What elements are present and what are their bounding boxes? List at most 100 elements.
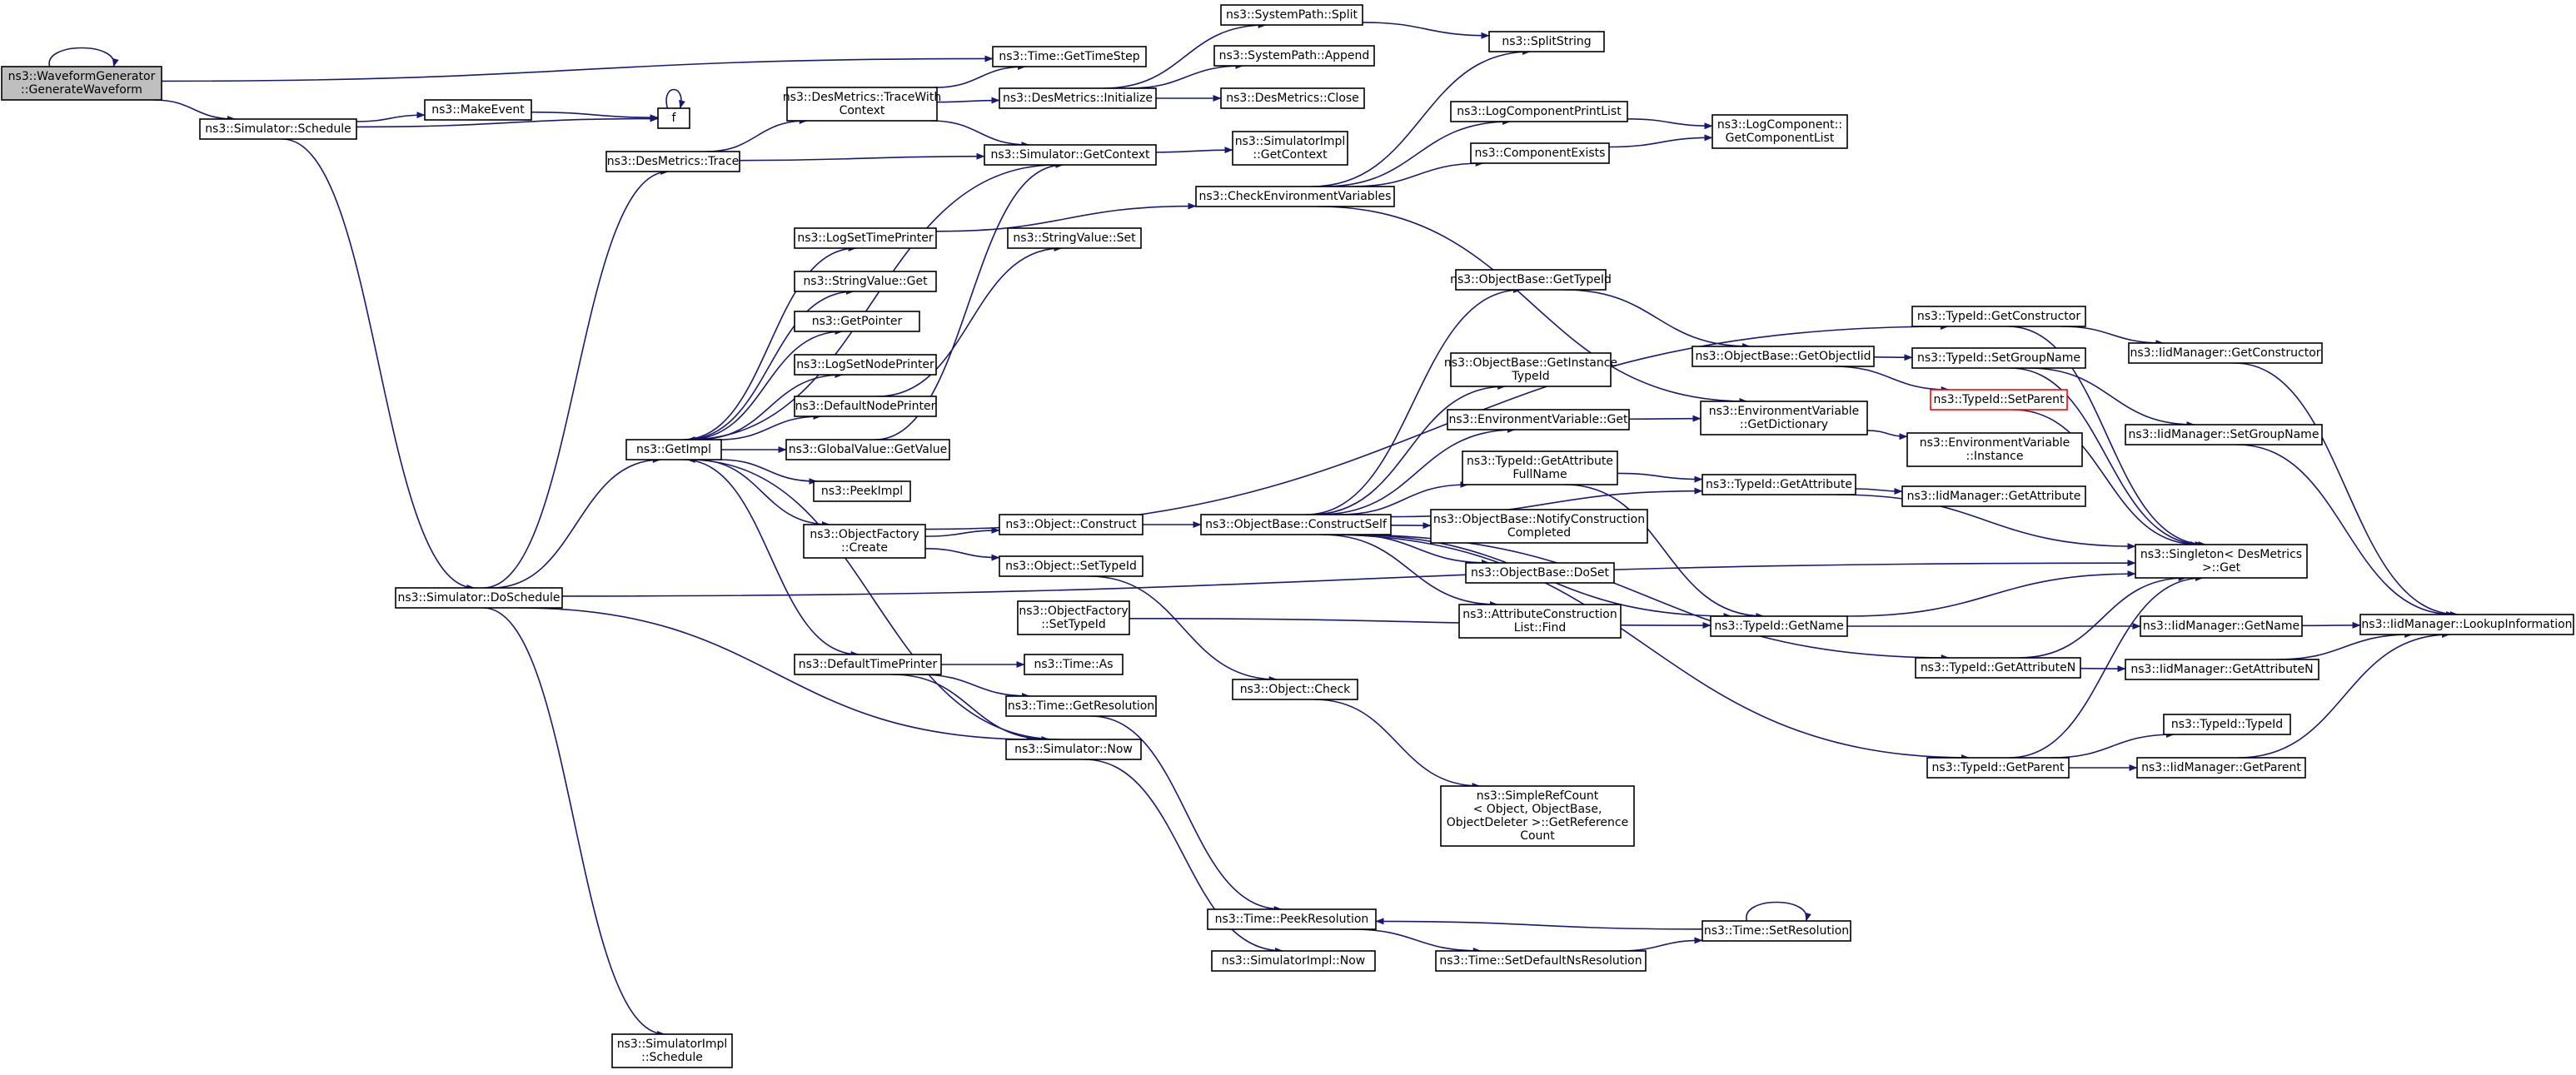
function-node-box[interactable] [992,46,1147,67]
function-node-box[interactable] [2140,615,2303,637]
function-node-box[interactable] [1488,31,1605,52]
function-node-iidgetparent[interactable]: ns3::IidManager::GetParent [2136,757,2306,779]
function-node-box[interactable] [199,118,357,140]
function-node-defaulttimeprinter[interactable]: ns3::DefaultTimePrinter [794,654,942,675]
function-node-box[interactable] [657,107,690,129]
function-node-gettimestep[interactable]: ns3::Time::GetTimeStep [992,46,1147,67]
function-node-box[interactable] [1213,45,1375,67]
function-node-stringvalueset[interactable]: ns3::StringValue::Set [1007,227,1142,249]
function-node-defaultnodeprinter[interactable]: ns3::DefaultNodePrinter [794,396,937,417]
function-node-setdefaultns[interactable]: ns3::Time::SetDefaultNsResolution [1435,950,1647,972]
function-node-getpointer[interactable]: ns3::GetPointer [794,311,920,332]
function-node-box[interactable] [1712,114,1848,149]
function-node-tidsetgroupname[interactable]: ns3::TypeId::SetGroupName [1911,347,2086,369]
function-node-box[interactable] [1462,450,1618,485]
function-node-box[interactable] [605,151,740,172]
function-node-box[interactable] [2135,544,2308,579]
function-node-simplerefcount[interactable]: ns3::SimpleRefCount< Object, ObjectBase,… [1440,785,1635,847]
function-node-box[interactable] [1450,352,1612,387]
function-node-peekimpl[interactable]: ns3::PeekImpl [813,480,911,502]
function-node-desinit[interactable]: ns3::DesMetrics::Initialize [999,87,1157,109]
function-node-tidgetattributen[interactable]: ns3::TypeId::GetAttributeN [1915,657,2081,679]
function-node-stringvalueget[interactable]: ns3::StringValue::Get [794,271,937,292]
function-node-singletonget[interactable]: ns3::Singleton< DesMetrics>::Get [2135,544,2308,579]
function-node-box[interactable] [1906,432,2083,467]
function-node-box[interactable] [1911,347,2086,369]
function-node-box[interactable] [1,66,162,101]
function-node-compexists[interactable]: ns3::ComponentExists [1470,142,1610,164]
function-node-ofsettypeid[interactable]: ns3::ObjectFactory::SetTypeId [1017,600,1130,635]
function-node-box[interactable] [794,654,942,675]
function-node-box[interactable] [1232,131,1348,166]
function-node-box[interactable] [1211,950,1376,972]
function-node-syspathsplit[interactable]: ns3::SystemPath::Split [1220,4,1363,26]
function-node-box[interactable] [794,311,920,332]
function-node-box[interactable] [1232,679,1358,700]
function-node-box[interactable] [2125,424,2323,445]
function-node-box[interactable] [999,87,1157,109]
function-node-sched[interactable]: ns3::Simulator::Schedule [199,118,357,140]
function-node-box[interactable] [1915,657,2081,679]
function-node-syspathappend[interactable]: ns3::SystemPath::Append [1213,45,1375,67]
function-node-box[interactable] [424,99,532,121]
function-node-box[interactable] [1458,604,1622,639]
function-node-envinstance[interactable]: ns3::EnvironmentVariable::Instance [1906,432,2083,467]
function-node-envgetdict[interactable]: ns3::EnvironmentVariable::GetDictionary [1700,401,1868,435]
function-node-objconstruct[interactable]: ns3::Object::Construct [999,514,1144,535]
function-node-box[interactable] [1470,142,1610,164]
function-node-box[interactable] [1692,346,1875,367]
function-node-obgetobjectiid[interactable]: ns3::ObjectBase::GetObjectIid [1692,346,1875,367]
function-node-box[interactable] [794,354,937,376]
function-node-box[interactable] [2163,714,2291,735]
function-node-box[interactable] [1435,950,1647,972]
function-node-box[interactable] [984,144,1157,166]
function-node-box[interactable] [1007,227,1142,249]
function-node-box[interactable] [611,1033,733,1068]
function-node-splitstring[interactable]: ns3::SplitString [1488,31,1605,52]
function-node-doschedule[interactable]: ns3::Simulator::DoSchedule [395,587,563,609]
function-node-timesetres[interactable]: ns3::Time::SetResolution [1702,920,1851,942]
function-node-trace[interactable]: ns3::DesMetrics::Trace [605,151,740,172]
function-node-tidgetattribute[interactable]: ns3::TypeId::GetAttribute [1702,474,1856,495]
function-node-box[interactable] [1911,306,2086,327]
function-node-box[interactable] [1024,654,1124,675]
function-node-box[interactable] [1017,600,1130,635]
function-node-logcompprintlist[interactable]: ns3::LogComponentPrintList [1450,101,1628,122]
function-node-logsettimeprinter[interactable]: ns3::LogSetTimePrinter [794,227,937,249]
function-node-simimplnow[interactable]: ns3::SimulatorImpl::Now [1211,950,1376,972]
function-node-box[interactable] [2136,757,2306,779]
function-node-iidgetconstructor[interactable]: ns3::IidManager::GetConstructor [2128,342,2323,364]
function-node-box[interactable] [1702,474,1856,495]
function-node-box[interactable] [1005,739,1142,760]
function-node-box[interactable] [1926,757,2070,779]
function-node-checkenv[interactable]: ns3::CheckEnvironmentVariables [1195,186,1395,207]
function-node-box[interactable] [803,524,926,559]
function-node-objcheck[interactable]: ns3::Object::Check [1232,679,1358,700]
function-node-box[interactable] [786,87,938,122]
function-node-f[interactable]: f [657,107,690,129]
function-node-simnow[interactable]: ns3::Simulator::Now [1005,739,1142,760]
function-node-tidgetname[interactable]: ns3::TypeId::GetName [1710,615,1848,637]
function-node-box[interactable] [1200,514,1392,535]
function-node-box[interactable] [1710,615,1848,637]
function-node-box[interactable] [785,439,950,460]
function-node-box[interactable] [2359,614,2574,635]
function-node-iidgetattributen[interactable]: ns3::IidManager::GetAttributeN [2125,659,2319,680]
function-node-getimpl[interactable]: ns3::GetImpl [625,439,722,460]
function-node-box[interactable] [1220,4,1363,26]
function-node-box[interactable] [1455,269,1607,291]
function-node-box[interactable] [2128,342,2323,364]
function-node-timeas[interactable]: ns3::Time::As [1024,654,1124,675]
function-node-desclose[interactable]: ns3::DesMetrics::Close [1220,87,1365,109]
function-node-logcompgetlist[interactable]: ns3::LogComponent::GetComponentList [1712,114,1848,149]
function-node-logsetnodeprinter[interactable]: ns3::LogSetNodePrinter [794,354,937,376]
function-node-box[interactable] [1450,101,1628,122]
function-node-box[interactable] [1005,695,1157,717]
function-node-iidgetname[interactable]: ns3::IidManager::GetName [2140,615,2303,637]
function-node-box[interactable] [794,227,937,249]
function-node-box[interactable] [1930,389,2068,411]
function-node-box[interactable] [395,587,563,609]
